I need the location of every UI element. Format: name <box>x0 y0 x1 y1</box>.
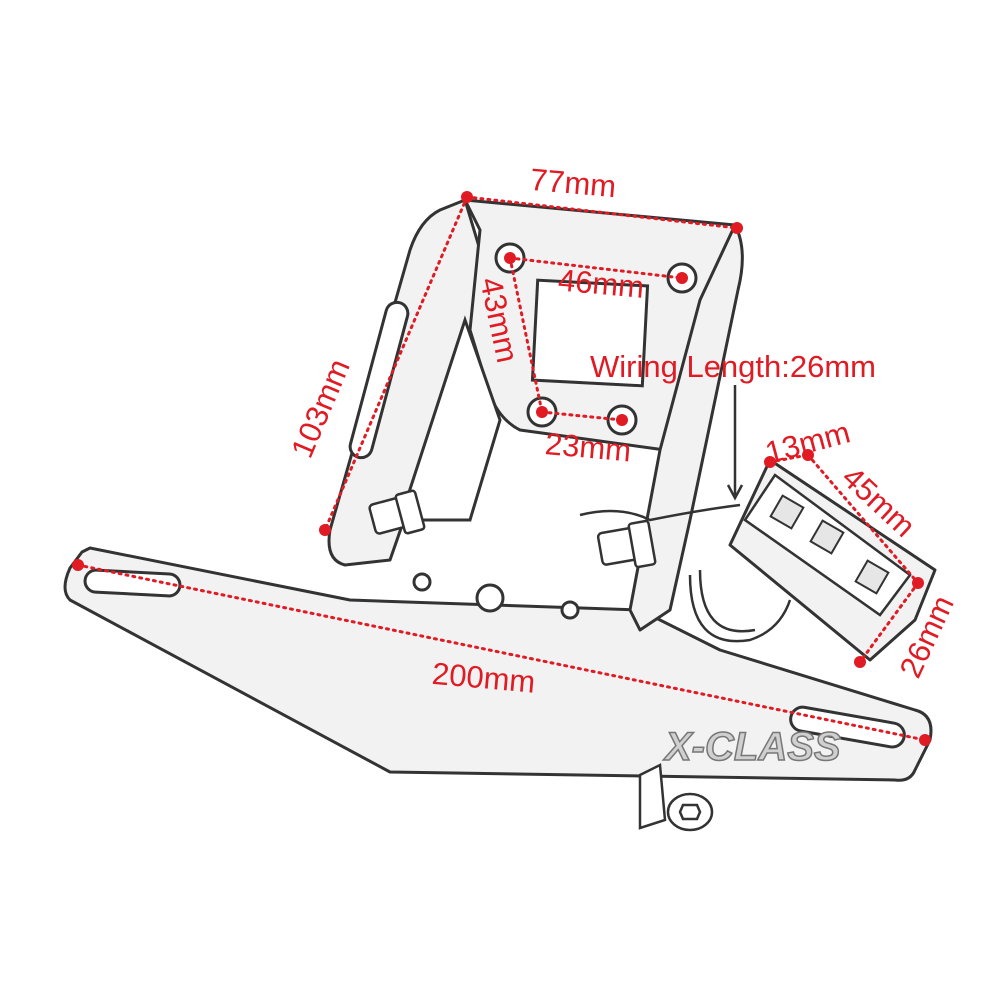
dim-line-base-length <box>76 563 927 742</box>
base-hole-2 <box>475 583 505 613</box>
base-hole-3 <box>560 600 580 620</box>
dim-dot <box>764 456 776 468</box>
wiring <box>579 503 792 643</box>
dim-line-light-depth <box>768 453 810 464</box>
label-hole-spacing-h: 46mm <box>557 263 646 305</box>
led-3 <box>854 559 890 595</box>
screw <box>638 763 714 832</box>
label-lower-spacing: 23mm <box>544 426 633 468</box>
label-height: 103mm <box>284 354 357 463</box>
label-top-width: 77mm <box>529 162 618 204</box>
label-wiring-length: Wiring Length:26mm <box>590 349 876 384</box>
dim-line-height <box>323 195 469 532</box>
label-light-depth: 13mm <box>762 414 854 470</box>
square-window <box>530 278 650 388</box>
dim-line-light-length <box>806 453 920 585</box>
led-1 <box>769 494 805 530</box>
base-hole-1 <box>412 572 432 592</box>
dim-dot <box>919 734 931 746</box>
upright-bracket <box>327 198 744 632</box>
brand-logo: X-CLASS <box>662 724 841 770</box>
side-slot-left <box>348 300 410 460</box>
dim-line-light-width <box>858 581 920 664</box>
dim-dot <box>616 414 628 426</box>
wiring-arrow <box>726 385 744 501</box>
dim-dot <box>319 524 331 536</box>
dim-line-lower-spacing <box>540 410 624 422</box>
led-2 <box>809 519 845 555</box>
dim-dot <box>854 656 866 668</box>
dim-line-hole-spacing-h <box>508 256 684 280</box>
dim-dot <box>731 222 743 234</box>
bolt-left <box>368 489 426 535</box>
dim-line-hole-spacing-v <box>508 256 544 414</box>
dimension-lines <box>72 191 931 746</box>
logo-text: X-CLASS <box>663 725 841 769</box>
led-light-unit <box>728 458 937 662</box>
dim-line-top-width <box>465 195 739 230</box>
bolt-right <box>596 519 657 569</box>
dim-dot <box>72 559 84 571</box>
center-notch <box>397 315 502 522</box>
dim-dot <box>676 272 688 284</box>
